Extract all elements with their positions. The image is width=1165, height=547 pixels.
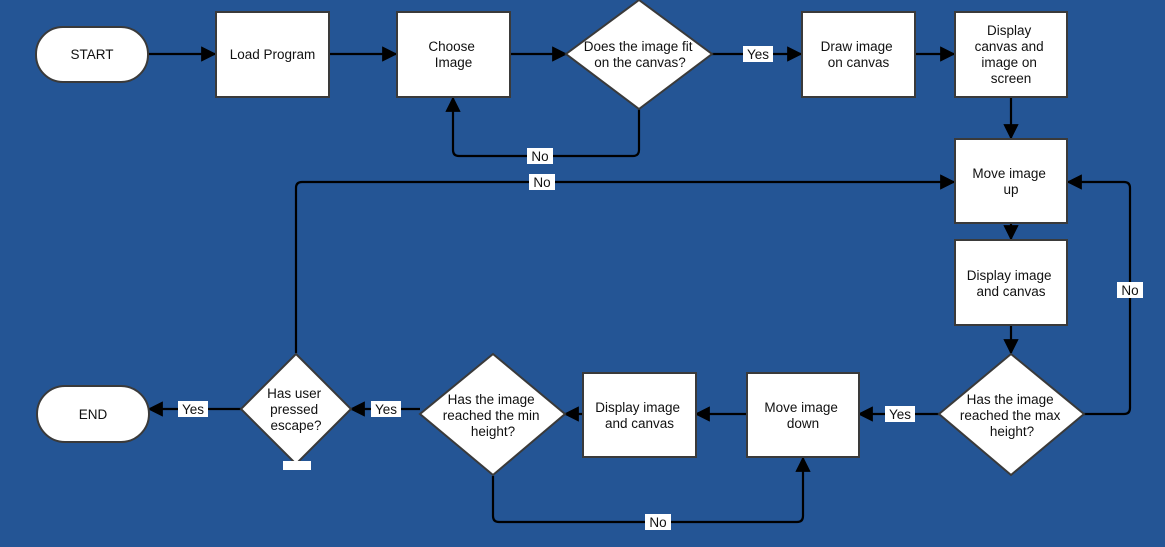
display-canvas-label: Display canvas and image on screen <box>975 23 1048 86</box>
display-image-box-3: Display image and canvas <box>582 372 697 458</box>
label-min-no: No <box>645 514 671 530</box>
svg-text:Yes: Yes <box>889 407 911 422</box>
label-min-yes: Yes <box>371 401 401 417</box>
label-fit-no: No <box>527 148 553 164</box>
svg-text:Yes: Yes <box>375 402 397 417</box>
start-terminal: START <box>35 26 149 83</box>
escape-decision: Has user pressed escape? <box>239 352 353 466</box>
choose-image-label: Choose Image <box>428 39 478 70</box>
max-height-label: Has the image reached the max height? <box>960 392 1064 439</box>
min-height-decision: Has the image reached the min height? <box>418 352 567 477</box>
edge-min-no-down <box>491 456 811 524</box>
end-terminal: END <box>36 385 150 443</box>
end-label: END <box>79 407 108 422</box>
move-image-up-box: Move image up <box>954 138 1068 224</box>
edge-escape-no-up <box>294 174 956 353</box>
max-height-decision: Has the image reached the max height? <box>937 352 1086 477</box>
min-height-label: Has the image reached the min height? <box>443 392 544 439</box>
svg-text:Yes: Yes <box>182 402 204 417</box>
load-program-box: Load Program <box>215 11 330 98</box>
svg-text:No: No <box>533 175 550 190</box>
svg-text:No: No <box>531 149 548 164</box>
draw-image-label: Draw image on canvas <box>821 39 897 70</box>
svg-text:No: No <box>649 515 666 530</box>
move-image-up-label: Move image up <box>972 166 1049 197</box>
escape-decision-notch <box>283 461 311 470</box>
choose-image-box: Choose Image <box>396 11 511 98</box>
svg-text:Yes: Yes <box>747 47 769 62</box>
display-image-box-2: Display image and canvas <box>954 239 1068 326</box>
svg-text:No: No <box>1121 283 1138 298</box>
label-escape-no: No <box>529 174 555 190</box>
image-fit-label: Does the image fit on the canvas? <box>584 39 697 70</box>
display-image-label-2: Display image and canvas <box>967 268 1056 299</box>
label-max-yes: Yes <box>885 406 915 422</box>
draw-image-box: Draw image on canvas <box>801 11 916 98</box>
move-image-down-label: Move image down <box>764 400 841 431</box>
escape-label: Has user pressed escape? <box>267 386 325 433</box>
display-canvas-box: Display canvas and image on screen <box>954 11 1068 98</box>
edge-labels: Yes No No No Yes No Yes Yes <box>178 46 1143 530</box>
start-label: START <box>70 47 113 62</box>
edge-fit-no-choose <box>445 96 641 158</box>
display-image-label-3: Display image and canvas <box>595 400 684 431</box>
label-escape-yes: Yes <box>178 401 208 417</box>
label-fit-yes: Yes <box>743 46 773 62</box>
image-fit-decision: Does the image fit on the canvas? <box>564 0 714 111</box>
label-max-no: No <box>1117 282 1143 298</box>
load-program-label: Load Program <box>230 47 316 62</box>
move-image-down-box: Move image down <box>746 372 860 458</box>
